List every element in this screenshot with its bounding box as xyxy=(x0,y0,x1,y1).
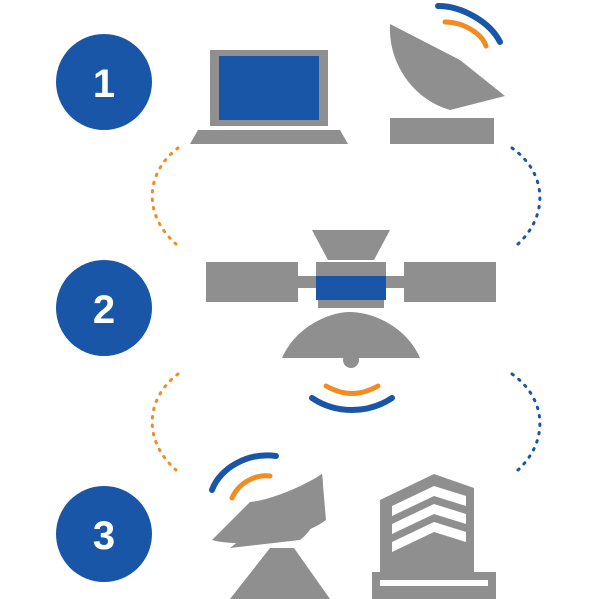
laptop-screen xyxy=(219,56,319,120)
step-2-badge: 2 xyxy=(56,260,152,356)
ground-station-dish-icon xyxy=(209,452,330,599)
step-3-badge: 3 xyxy=(56,486,152,582)
laptop-icon xyxy=(190,50,348,144)
step-2-number: 2 xyxy=(93,288,115,332)
satellite-antenna-top xyxy=(312,230,390,260)
step-3-number: 3 xyxy=(93,514,115,558)
step-2-circle xyxy=(56,260,152,356)
signal-wave-orange xyxy=(442,19,489,49)
step-1-number: 1 xyxy=(93,62,115,106)
signal-wave-blue xyxy=(435,3,503,45)
satellite-dish-icon xyxy=(389,3,505,144)
downlink-wave-orange xyxy=(323,383,381,396)
satellite-body-band xyxy=(316,276,386,300)
solar-panel-left xyxy=(206,262,298,302)
connector-left-2-3 xyxy=(150,372,180,472)
satellite-icon xyxy=(206,230,496,413)
connector-right-1-2 xyxy=(510,146,542,246)
satellite-dish xyxy=(282,312,420,358)
connector-right-2-3 xyxy=(510,372,542,472)
step-1-circle xyxy=(56,34,152,130)
step-3-circle xyxy=(56,486,152,582)
dish-base xyxy=(390,118,494,144)
dish-stand xyxy=(230,548,330,599)
connector-left-1-2 xyxy=(150,146,180,246)
office-building-icon xyxy=(372,474,496,599)
downlink-wave-blue xyxy=(309,395,395,413)
uplink-wave-orange xyxy=(229,473,273,501)
step-1-badge: 1 xyxy=(56,34,152,130)
uplink-wave-blue xyxy=(209,452,279,493)
solar-panel-right xyxy=(404,262,496,302)
